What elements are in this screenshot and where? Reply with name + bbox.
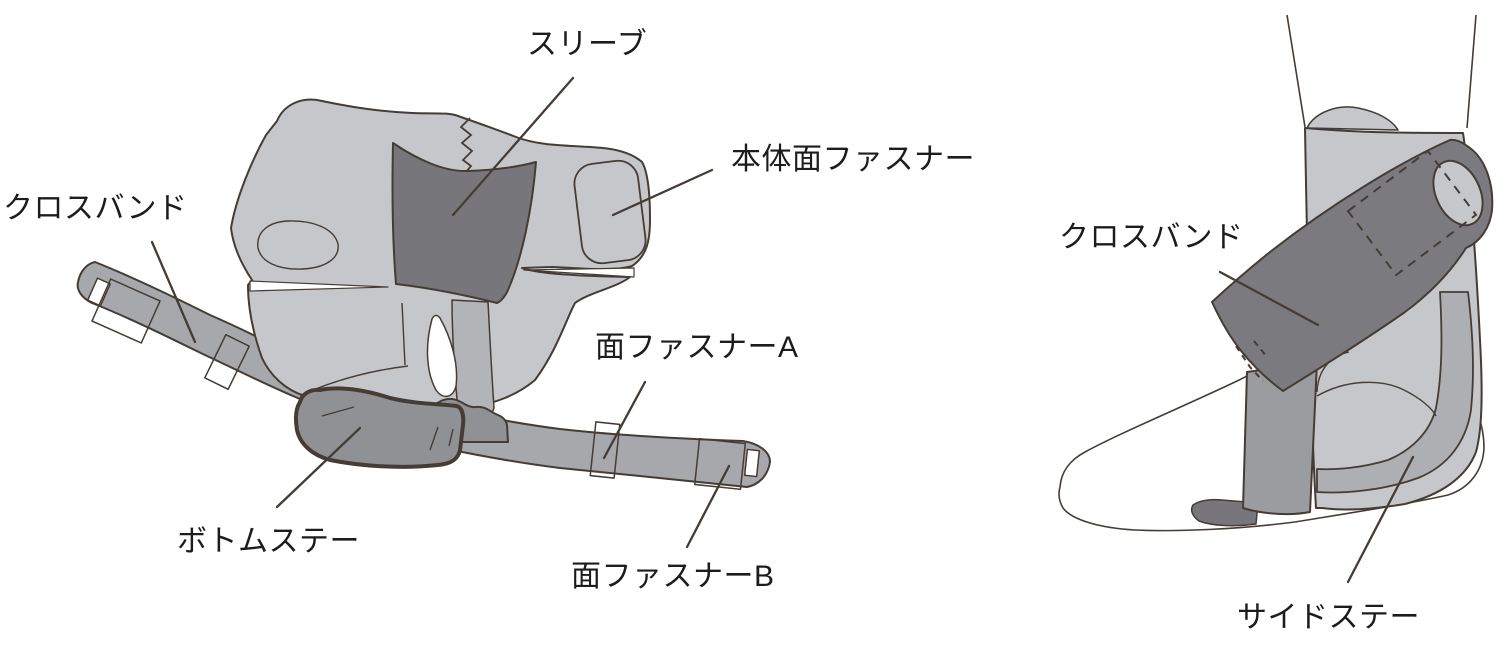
bottom-stay bbox=[294, 386, 466, 469]
leader-body-fastener bbox=[611, 168, 714, 217]
strap-end-patch-left bbox=[91, 278, 161, 344]
leader-bottom-stay bbox=[275, 426, 362, 509]
leader-lines bbox=[150, 76, 1415, 584]
sleeve-panel bbox=[391, 142, 537, 304]
vertical-strap bbox=[1242, 361, 1318, 516]
fastener-a-divider bbox=[589, 421, 621, 479]
leader-fastener-b bbox=[685, 464, 731, 549]
body-fastener-outline bbox=[573, 159, 647, 265]
sole-strap bbox=[1190, 498, 1259, 527]
body-slit-left bbox=[249, 280, 389, 292]
leader-side-stay bbox=[1346, 455, 1415, 584]
pad-seam-top bbox=[1316, 381, 1437, 417]
calf-mound bbox=[1306, 106, 1399, 131]
body-hole bbox=[426, 314, 458, 398]
bottom-stay-stitch-3 bbox=[448, 428, 454, 447]
bottom-stay-stitch-2 bbox=[429, 426, 439, 451]
strap-end-slot-right bbox=[743, 448, 761, 478]
label-sleeve: スリーブ bbox=[527, 28, 648, 61]
figure-unfolded-brace bbox=[76, 98, 771, 491]
bottom-stay-stitch-1 bbox=[321, 406, 355, 417]
strap-divider-left bbox=[204, 333, 250, 391]
leg-line-left bbox=[1286, 14, 1306, 128]
body-seam-curve bbox=[312, 365, 409, 391]
body-seam-line bbox=[401, 302, 406, 366]
band-tip-dashes-2 bbox=[1253, 340, 1268, 358]
strap-end-slot-left bbox=[86, 277, 112, 307]
label-fastener-b: 面ファスナーB bbox=[571, 560, 775, 593]
label-body-fastener: 本体面ファスナー bbox=[731, 143, 975, 176]
leader-cross-band-right bbox=[1218, 270, 1320, 327]
left-pocket-outline bbox=[257, 220, 339, 270]
band-tip-dashes-1 bbox=[1235, 345, 1264, 382]
leg-line-right bbox=[1466, 14, 1477, 129]
leader-fastener-a bbox=[602, 380, 647, 460]
cross-band-worn bbox=[1211, 138, 1494, 392]
body-slit-right bbox=[523, 267, 635, 278]
label-bottom-stay: ボトムステー bbox=[177, 525, 360, 558]
label-fastener-a: 面ファスナーA bbox=[595, 331, 799, 364]
band-loop-hole bbox=[1432, 159, 1484, 227]
side-stay bbox=[1316, 291, 1474, 494]
label-side-stay: サイドステー bbox=[1237, 601, 1420, 634]
leader-cross-band-left bbox=[150, 240, 197, 344]
zigzag-seam bbox=[459, 117, 474, 173]
leader-sleeve bbox=[451, 76, 575, 217]
label-cross-band-left: クロスバンド bbox=[3, 192, 188, 225]
label-cross-band-right: クロスバンド bbox=[1059, 221, 1244, 254]
figure-worn-brace bbox=[1058, 14, 1494, 532]
